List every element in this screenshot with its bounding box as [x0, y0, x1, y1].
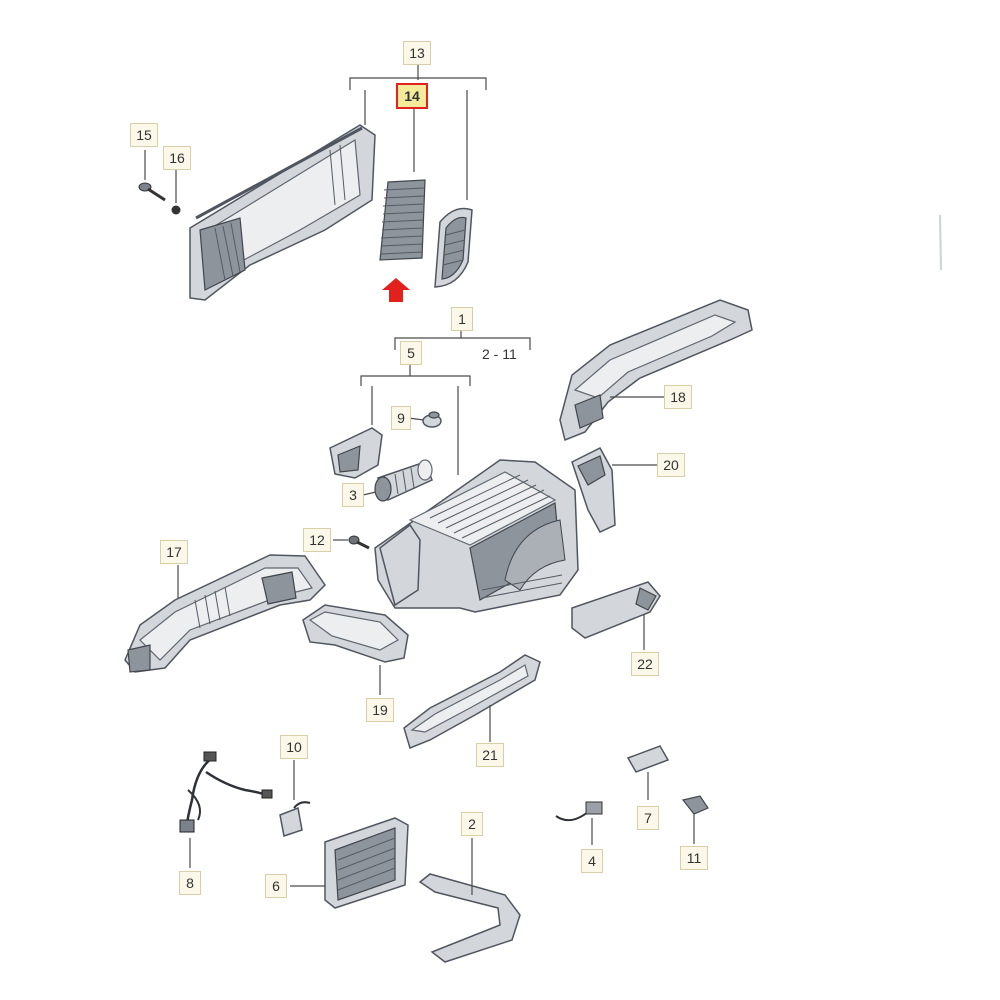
washer-part: [171, 170, 181, 215]
hvac-housing-part: [374, 459, 579, 613]
clip-11-part: [681, 795, 709, 844]
callout-11: 11: [680, 846, 708, 870]
install-direction-arrow-icon: [382, 278, 410, 302]
sensor-10-part: [279, 760, 311, 837]
callout-15: 15: [130, 123, 158, 147]
air-duct-18-part: [559, 299, 753, 442]
small-cap-part: [407, 411, 442, 428]
group-5-bracket: [360, 365, 471, 475]
callout-20: 20: [657, 453, 685, 477]
callout-1: 1: [451, 307, 473, 331]
air-duct-20-part: [571, 447, 657, 533]
callout-21: 21: [476, 743, 504, 767]
sensor-4-part: [555, 801, 603, 845]
heater-core-part: [290, 817, 409, 909]
callout-3: 3: [342, 483, 364, 507]
callout-7: 7: [637, 806, 659, 830]
air-duct-19-part: [302, 604, 409, 663]
edge-mark: [939, 214, 942, 271]
callout-22: 22: [631, 652, 659, 676]
actuator-bracket-part: [329, 427, 383, 479]
callout-8: 8: [179, 871, 201, 895]
blower-motor-part: [362, 459, 433, 502]
cabin-filter-part: [379, 179, 426, 261]
screw-12-part: [333, 535, 370, 550]
screw-part: [138, 150, 166, 202]
switch-7-part: [626, 745, 670, 800]
callout-19: 19: [366, 698, 394, 722]
callout-13: 13: [403, 41, 431, 65]
cover-panel-part: [189, 124, 376, 301]
air-duct-22-part: [571, 581, 661, 639]
callout-5: 5: [400, 341, 422, 365]
callout-16: 16: [163, 146, 191, 170]
wiring-harness-part: [179, 751, 273, 868]
callout-9: 9: [391, 406, 411, 430]
coolant-pipe-part: [418, 838, 521, 963]
callout-4: 4: [581, 849, 603, 873]
callout-14-highlighted: 14: [396, 83, 428, 109]
grille-cover-part: [434, 207, 473, 288]
group-13-bracket: [349, 64, 487, 200]
group-1-bracket: [394, 330, 531, 350]
callout-12: 12: [303, 528, 331, 552]
leader-lines: [177, 565, 645, 742]
air-duct-21-part: [403, 654, 541, 750]
callout-10: 10: [280, 735, 308, 759]
callout-18: 18: [664, 385, 692, 409]
callout-2: 2: [461, 812, 483, 836]
callout-17: 17: [160, 540, 188, 564]
range-label: 2 - 11: [482, 346, 517, 362]
air-duct-17-part: [124, 554, 326, 673]
callout-6: 6: [265, 874, 287, 898]
